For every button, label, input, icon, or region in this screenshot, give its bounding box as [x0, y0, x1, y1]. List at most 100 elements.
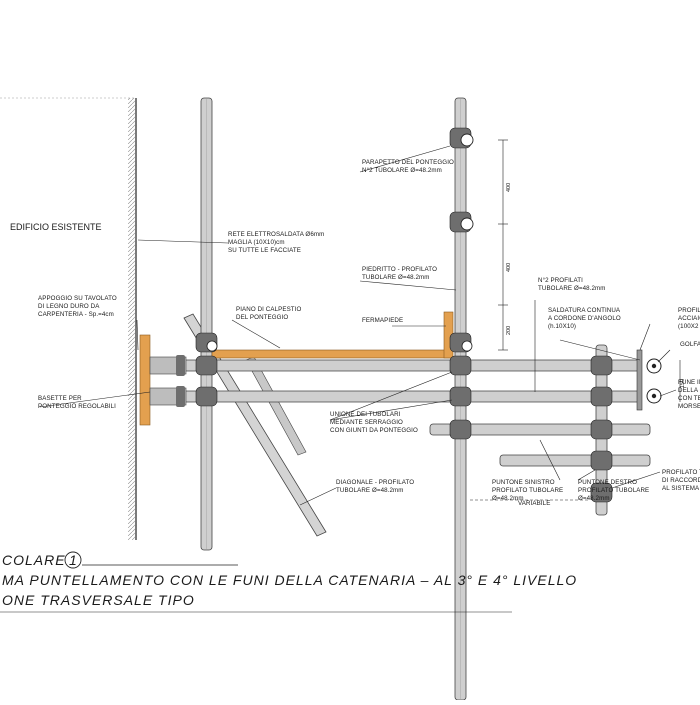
leader-puntone-sx — [539, 439, 561, 481]
leader-saldatura — [559, 339, 641, 361]
coupler-5 — [449, 419, 472, 440]
steel-end-plate — [636, 349, 643, 411]
label-variabile-line-1: VARIABILE — [518, 500, 550, 507]
label-saldatura-line-1: SALDATURA CONTINUA — [548, 307, 621, 314]
dim-200: 200 — [506, 326, 512, 335]
leader-basette — [39, 391, 151, 408]
label-puntone-sx-line-1: PUNTONE SINISTRO — [492, 479, 555, 486]
label-unione-line-3: CON GIUNTI DA PONTEGGIO — [330, 427, 418, 434]
title-line-3: ONE TRASVERSALE TIPO — [2, 592, 195, 608]
label-puntone-dx-line-1: PUNTONE DESTRO — [578, 479, 637, 486]
coupler-3 — [449, 355, 472, 376]
label-diagonale-line-2: TUBOLARE Ø=48.2mm — [336, 487, 404, 494]
coupler-8 — [590, 419, 613, 440]
leader-unione-2 — [329, 399, 453, 421]
label-profilato-t-line-1: PROFILATO T — [662, 469, 700, 476]
label-rete-line-2: MAGLIA (10X10)cm — [228, 239, 285, 246]
leader-diagonale — [299, 487, 337, 506]
leader-parapetto — [359, 145, 451, 173]
guardrail-tube-mid — [460, 217, 474, 231]
title-block: COLARE 1 MA PUNTELLAMENTO CON LE FUNI DE… — [0, 551, 576, 613]
tube-end-deck-right — [461, 340, 473, 352]
leader-golfaro — [657, 349, 671, 363]
label-fune-line-2: DELLA C — [678, 387, 700, 394]
dim-150: 150 — [680, 379, 686, 388]
label-piedritto-line-1: PIEDRITTO - PROFILATO — [362, 266, 437, 273]
label-piano-line-1: PIANO DI CALPESTIO — [236, 306, 301, 313]
label-appoggio-line-1: APPOGGIO SU TAVOLATO — [38, 295, 117, 302]
label-parapetto-line-2: N°2 TUBOLARE Ø=48.2mm — [362, 167, 442, 174]
end-plate-assembly: 150 — [636, 349, 686, 411]
label-piedritto-line-2: TUBOLARE Ø=48.2mm — [362, 274, 430, 281]
title-number-circle — [64, 551, 82, 569]
label-puntone-sx-line-3: Ø=48.2mm — [492, 495, 524, 502]
leader-puntone-dx — [577, 469, 596, 481]
label-parapetto-line-1: PARAPETTO DEL PONTEGGIO — [362, 159, 454, 166]
jack-nut-lower — [176, 386, 185, 407]
leader-piano — [231, 319, 281, 349]
label-profil-right-line-3: (100X2 — [678, 323, 699, 330]
label-golfaro-line-1: GOLFARO — [680, 341, 700, 348]
vertical-dimension-chain: 400 400 200 — [498, 139, 512, 351]
existing-building: EDIFICIO ESISTENTE — [0, 97, 137, 540]
title-number: 1 — [69, 552, 78, 568]
guardrail-tube-top — [460, 133, 474, 147]
leader-unione-1 — [329, 371, 453, 421]
label-piano-line-2: DEL PONTEGGIO — [236, 314, 288, 321]
building-wall-hatch — [128, 98, 135, 540]
leader-rete — [137, 239, 229, 244]
label-puntone-sx-line-2: PROFILATO TUBOLARE — [492, 487, 563, 494]
label-profilati-line-1: N°2 PROFILATI — [538, 277, 583, 284]
leader-profil — [639, 323, 651, 351]
leader-appoggio — [136, 319, 139, 351]
label-profilato-t-line-2: DI RACCORDO — [662, 477, 700, 484]
ledger-puntone-dx — [499, 454, 651, 467]
tube-end-deck-left — [206, 340, 218, 352]
diagonal-tube-2 — [245, 356, 307, 456]
label-profil-right-line-2: ACCIAIO — [678, 315, 700, 322]
label-appoggio-line-2: DI LEGNO DURO DA — [38, 303, 100, 310]
guardrail — [449, 127, 474, 233]
timber-bearing-board — [139, 334, 151, 426]
label-fune-line-3: CON TE — [678, 395, 700, 402]
coupler-7 — [590, 386, 613, 407]
label-puntone-dx-line-2: PROFILATO TUBOLARE — [578, 487, 649, 494]
walking-deck — [211, 349, 453, 359]
adjustable-base-jacks — [149, 355, 187, 407]
label-puntone-dx-line-3: Ø=48.2mm — [578, 495, 610, 502]
dim-400-lower: 400 — [506, 263, 512, 272]
building-label: EDIFICIO ESISTENTE — [10, 222, 102, 232]
building-body — [0, 98, 136, 540]
coupler-4 — [449, 386, 472, 407]
eyebolt-upper-center — [651, 363, 657, 369]
label-profilato-t-line-3: AL SISTEMA D — [662, 485, 700, 492]
label-basette-line-2: PONTEGGIO REGOLABILI — [38, 403, 116, 410]
label-profilati-line-2: TUBOLARE Ø=48.2mm — [538, 285, 606, 292]
label-fermapiede-line-1: FERMAPIEDE — [362, 317, 403, 324]
label-saldatura-line-2: A CORDONE D'ANGOLO — [548, 315, 621, 322]
coupler-9 — [590, 450, 613, 471]
leader-profilato-t — [611, 471, 661, 489]
coupler-1 — [195, 355, 218, 376]
label-fune-line-1: FUNE IN — [678, 379, 700, 386]
label-unione-line-2: MEDIANTE SERRAGGIO — [330, 419, 403, 426]
leader-fune — [659, 389, 677, 397]
label-unione-line-1: UNIONE DEI TUBOLARI — [330, 411, 401, 418]
timber-elements — [139, 311, 454, 426]
coupler-6 — [590, 355, 613, 376]
coupler-2 — [195, 386, 218, 407]
title-line-1: COLARE — [2, 552, 66, 568]
eyebolt-lower-center — [651, 393, 657, 399]
leader-piedritto — [359, 280, 457, 291]
label-basette-line-1: BASETTE PER — [38, 395, 82, 402]
jack-nut-upper — [176, 355, 185, 376]
couplers — [195, 332, 613, 503]
ledger-lower — [149, 390, 641, 403]
label-appoggio-line-3: CARPENTERIA - Sp.=4cm — [38, 311, 114, 318]
label-saldatura-line-3: (h.10X10) — [548, 323, 576, 330]
ledger-upper — [149, 359, 641, 372]
label-profil-right-line-1: PROFILA — [678, 307, 700, 314]
